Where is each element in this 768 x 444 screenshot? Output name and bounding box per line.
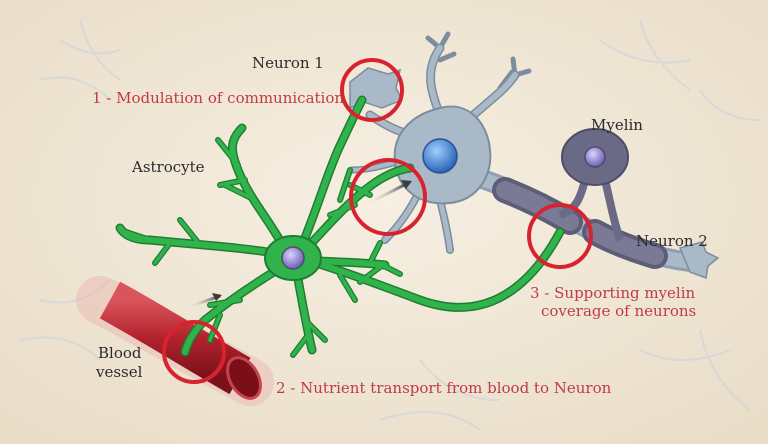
arrowhead-2 (401, 180, 412, 189)
neuron-2 (460, 128, 720, 280)
oligodendrocyte-nucleus (584, 146, 606, 168)
label-neuron-2: Neuron 2 (636, 232, 708, 250)
arrowhead-1 (212, 293, 222, 301)
arrow-astrocyte-to-neuron (364, 181, 409, 207)
vessel-lumen (226, 356, 262, 400)
highlight-circle-synapse (340, 58, 404, 122)
function-3-label-line2: coverage of neurons (541, 302, 696, 320)
label-neuron-1: Neuron 1 (252, 54, 324, 72)
highlight-circle-nutrient-delivery (349, 158, 427, 236)
label-blood: Blood (98, 344, 142, 362)
label-vessel: vessel (95, 363, 143, 381)
highlight-circle-myelin (527, 203, 593, 269)
function-2-label: 2 - Nutrient transport from blood to Neu… (276, 379, 612, 397)
label-myelin: Myelin (591, 116, 643, 134)
background-faint-neurons (19, 19, 761, 431)
astrocyte-nucleus (281, 246, 305, 270)
arrow-vessel-to-astrocyte (184, 294, 221, 310)
function-1-label: 1 - Modulation of communication (92, 89, 344, 107)
myelin-sheath (492, 177, 668, 269)
label-astrocyte: Astrocyte (131, 158, 205, 176)
highlight-circle-vessel (162, 320, 226, 384)
highlight-circles (162, 58, 593, 384)
neuron-2-terminal (678, 241, 720, 280)
neuron-1-nucleus (422, 138, 458, 174)
oligodendrocyte (558, 128, 629, 242)
function-3-label-line1: 3 - Supporting myelin (530, 284, 696, 302)
